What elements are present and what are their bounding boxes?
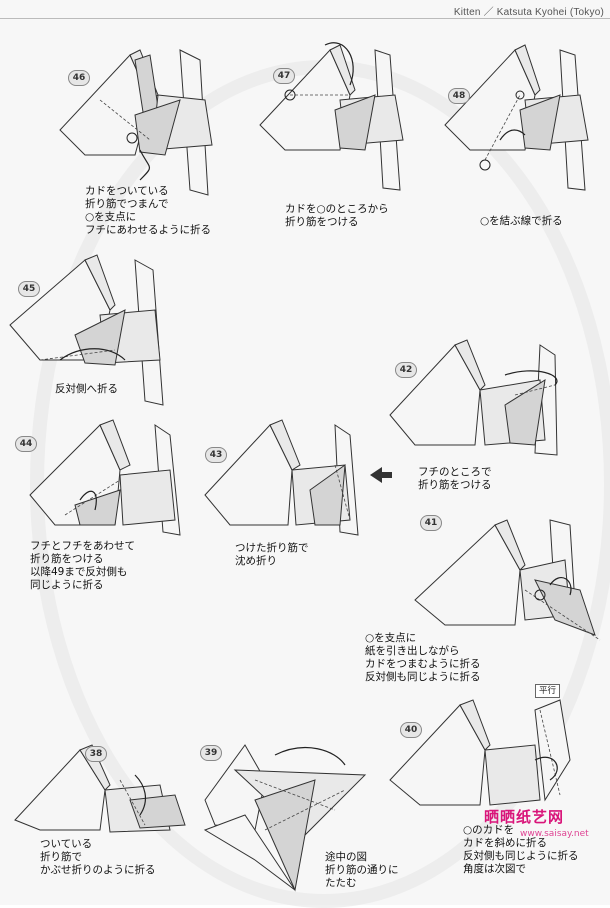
step-number: 44 xyxy=(15,436,37,452)
step-number: 38 xyxy=(85,746,107,762)
step-48-figure xyxy=(440,40,600,200)
parallel-tag: 平行 xyxy=(535,684,560,698)
caption-line: 折り筋で xyxy=(40,851,156,864)
caption-line: フチにあわせるように折る xyxy=(85,224,211,237)
step-caption: カドを○のところから 折り筋をつける xyxy=(285,203,389,229)
watermark-brand: 晒晒纸艺网 xyxy=(484,806,564,827)
step-caption: 途中の図 折り筋の通りに たたむ xyxy=(325,851,399,890)
step-caption: カドをついている 折り筋でつまんで ○を支点に フチにあわせるように折る xyxy=(85,185,211,237)
caption-line: つけた折り筋で xyxy=(235,542,309,555)
step-46: 46 カドをついている 折り筋でつまんで ○を支点に フチにあわせるように折る xyxy=(40,40,230,240)
caption-line: ○を支点に xyxy=(365,632,481,645)
step-39: 39 途中の図 折り筋の通りに たたむ xyxy=(195,740,395,900)
caption-line: カドをつまむように折る xyxy=(365,658,481,671)
step-48: 48 ○を結ぶ線で折る xyxy=(440,40,600,240)
step-number: 41 xyxy=(420,515,442,531)
step-caption: つけた折り筋で 沈め折り xyxy=(235,542,309,568)
caption-line: 折り筋の通りに xyxy=(325,864,399,877)
caption-line: ○を支点に xyxy=(85,211,211,224)
caption-line: 角度は次図で xyxy=(463,863,579,876)
step-47-figure xyxy=(255,40,415,200)
caption-line: 途中の図 xyxy=(325,851,399,864)
step-caption: フチとフチをあわせて 折り筋をつける 以降49まで反対側も 同じように折る xyxy=(30,540,135,592)
caption-line: 折り筋でつまんで xyxy=(85,198,211,211)
caption-line: たたむ xyxy=(325,877,399,890)
step-41-figure xyxy=(365,510,605,630)
caption-line: 折り筋をつける xyxy=(418,479,492,492)
step-43-figure xyxy=(200,420,370,535)
caption-line: ○を結ぶ線で折る xyxy=(480,215,563,228)
step-42: 42 フチのところで 折り筋をつける xyxy=(385,335,585,500)
caption-line: 以降49まで反対側も xyxy=(30,566,135,579)
step-caption: ○を結ぶ線で折る xyxy=(480,215,563,228)
caption-line: フチとフチをあわせて xyxy=(30,540,135,553)
step-number: 43 xyxy=(205,447,227,463)
step-40-figure xyxy=(385,700,605,820)
step-number: 47 xyxy=(273,68,295,84)
step-caption: 反対側へ折る xyxy=(55,383,118,396)
step-45: 45 反対側へ折る xyxy=(5,255,180,410)
step-number: 48 xyxy=(448,88,470,104)
caption-line: 反対側も同じように折る xyxy=(365,671,481,684)
caption-line: かぶせ折りのように折る xyxy=(40,864,156,877)
step-41: 41 ○を支点に 紙を引き出しながら カドをつまむように折る 反対側も同じように… xyxy=(365,510,605,690)
step-caption: フチのところで 折り筋をつける xyxy=(418,466,492,492)
caption-line: 紙を引き出しながら xyxy=(365,645,481,658)
watermark-url: www.saisay.net xyxy=(520,829,589,839)
step-38: 38 ついている 折り筋で かぶせ折りのように折る xyxy=(10,740,200,900)
caption-line: カドを○のところから xyxy=(285,203,389,216)
step-46-figure xyxy=(40,40,230,200)
step-42-figure xyxy=(385,335,585,460)
caption-line: 同じように折る xyxy=(30,579,135,592)
page-header: Kitten ／ Katsuta Kyohei (Tokyo) xyxy=(454,3,604,18)
caption-line: 沈め折り xyxy=(235,555,309,568)
caption-line: 折り筋をつける xyxy=(30,553,135,566)
next-step-arrow xyxy=(370,465,392,485)
step-number: 42 xyxy=(395,362,417,378)
step-43: 43 つけた折り筋で 沈め折り xyxy=(200,420,370,580)
step-44-figure xyxy=(25,420,200,535)
caption-line: 反対側へ折る xyxy=(55,383,118,396)
step-44: 44 フチとフチをあわせて 折り筋をつける 以降49まで反対側も 同じように折る xyxy=(25,420,200,600)
step-number: 46 xyxy=(68,70,90,86)
step-number: 40 xyxy=(400,722,422,738)
caption-line: カドをついている xyxy=(85,185,211,198)
step-caption: ついている 折り筋で かぶせ折りのように折る xyxy=(40,838,156,877)
step-caption: ○を支点に 紙を引き出しながら カドをつまむように折る 反対側も同じように折る xyxy=(365,632,481,684)
step-number: 45 xyxy=(18,281,40,297)
caption-line: フチのところで xyxy=(418,466,492,479)
header-rule xyxy=(0,18,610,19)
step-number: 39 xyxy=(200,745,222,761)
step-47: 47 カドを○のところから 折り筋をつける xyxy=(255,40,415,240)
caption-line: ついている xyxy=(40,838,156,851)
caption-line: 折り筋をつける xyxy=(285,216,389,229)
step-40: 40 ○のカドを カドを斜めに折る 反対側も同じように折る 角度は次図で xyxy=(385,700,605,900)
caption-line: 反対側も同じように折る xyxy=(463,850,579,863)
